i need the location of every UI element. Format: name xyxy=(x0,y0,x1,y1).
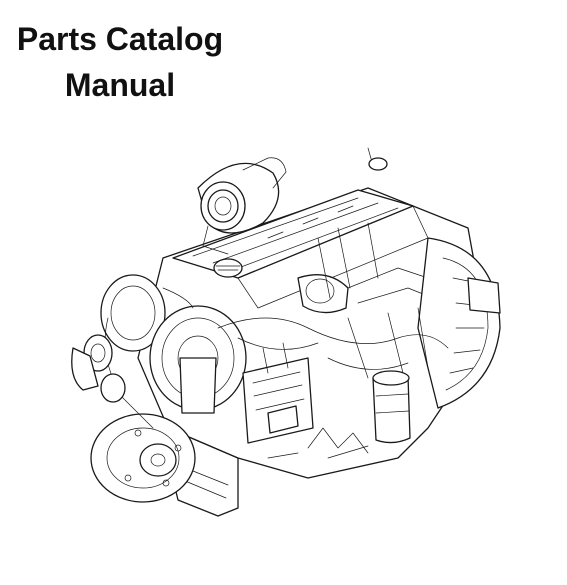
engine-illustration xyxy=(68,128,508,568)
wiring-harness xyxy=(217,317,449,370)
title-line-2: Manual xyxy=(64,67,176,103)
turbocharger xyxy=(197,157,287,255)
intake-manifold xyxy=(297,222,434,314)
document-title: Parts Catalog Manual xyxy=(0,16,240,108)
fuel-filter xyxy=(372,370,411,444)
oil-filler-cap xyxy=(213,258,243,278)
flywheel-housing xyxy=(417,237,501,409)
front-pulley-assembly xyxy=(71,274,247,503)
engine-drawing xyxy=(71,147,501,517)
ecu-module xyxy=(242,342,314,444)
title-line-1: Parts Catalog xyxy=(16,21,224,57)
